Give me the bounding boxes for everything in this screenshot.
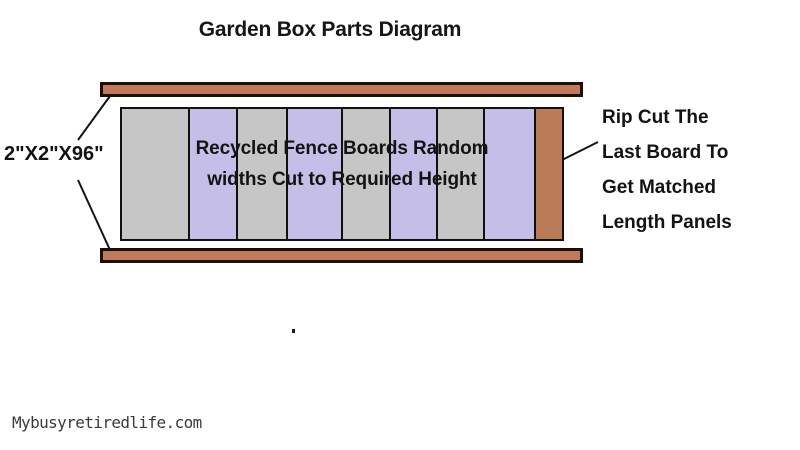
- site-watermark: Mybusyretiredlife.com: [12, 413, 202, 432]
- lumber-dimension-label: 2"X2"X96": [4, 143, 104, 165]
- fence-board-5: [342, 109, 392, 239]
- fence-board-2: [190, 109, 238, 239]
- bottom-2x2-rail: [100, 248, 583, 263]
- rip-cut-annotation-line-3: Get Matched: [602, 177, 717, 198]
- fence-board-7: [437, 109, 486, 239]
- top-2x2-rail: [100, 82, 583, 97]
- fence-board-1: [122, 109, 191, 239]
- stray-dot-mark: [292, 329, 295, 333]
- rip-cut-annotation: Rip Cut The Last Board To Get Matched Le…: [602, 100, 798, 240]
- rip-cut-annotation-line-2: Last Board To: [602, 142, 729, 163]
- fence-board-6: [391, 109, 438, 239]
- fence-board-3: [237, 109, 289, 239]
- fence-board-4: [288, 109, 343, 239]
- fence-board-panel: [120, 107, 564, 241]
- rip-cut-last-board: [536, 109, 562, 239]
- rip-cut-annotation-line-1: Rip Cut The: [602, 107, 709, 128]
- rip-cut-annotation-line-4: Length Panels: [602, 212, 732, 233]
- fence-board-8: [485, 109, 537, 239]
- page-title: Garden Box Parts Diagram: [198, 18, 462, 41]
